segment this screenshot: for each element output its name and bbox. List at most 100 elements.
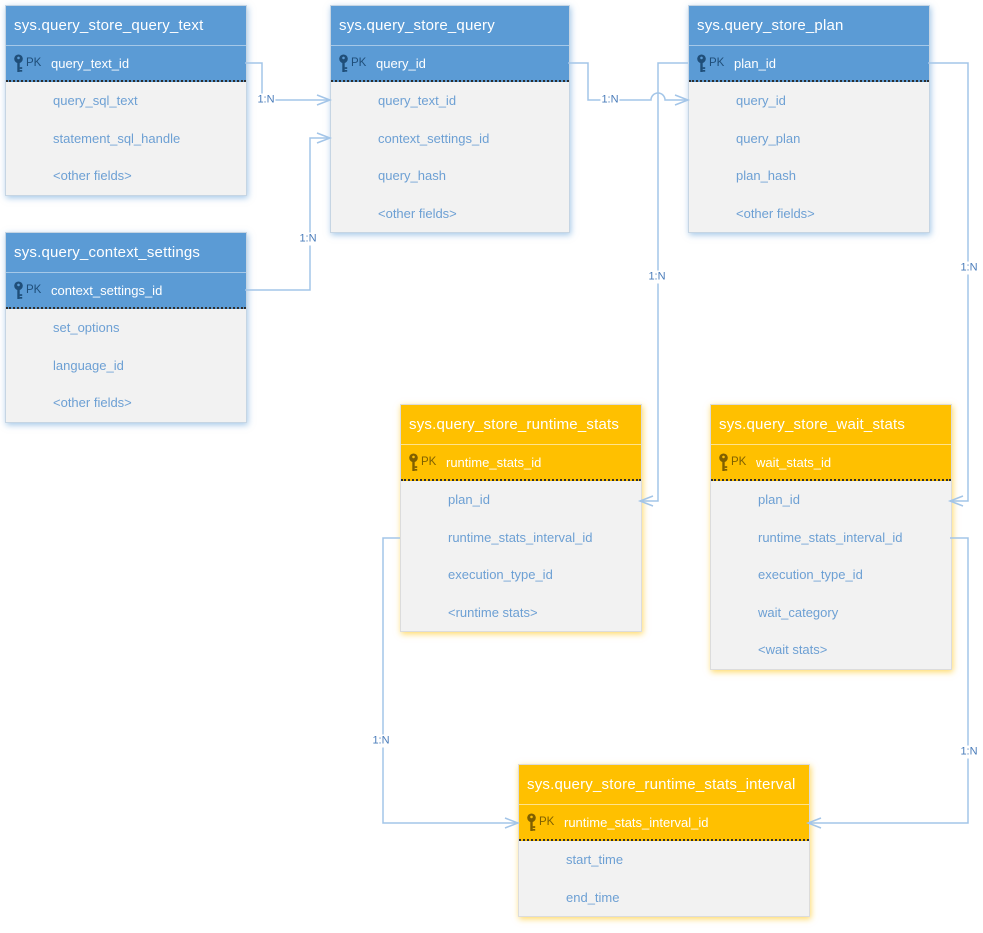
primary-key-icon xyxy=(337,54,350,73)
entity-title: sys.query_context_settings xyxy=(6,233,246,272)
primary-key-row: PK wait_stats_id xyxy=(711,444,951,481)
relationship-line-query_store_query-to-query_store_plan xyxy=(568,62,688,101)
pk-badge: PK xyxy=(26,57,42,69)
relationship-cardinality-label: 1:N xyxy=(256,93,276,107)
field-name: <other fields> xyxy=(53,395,132,411)
field-row: <other fields> xyxy=(6,157,246,195)
entity-title: sys.query_store_runtime_stats_interval xyxy=(519,765,809,804)
pk-badge: PK xyxy=(731,456,747,468)
field-row: wait_category xyxy=(711,594,951,632)
field-row: <wait stats> xyxy=(711,631,951,669)
field-row: set_options xyxy=(6,309,246,347)
pk-badge: PK xyxy=(26,284,42,296)
pk-field-name: query_text_id xyxy=(51,55,130,71)
field-name: execution_type_id xyxy=(448,567,553,583)
entity-title: sys.query_store_wait_stats xyxy=(711,405,951,444)
field-row: execution_type_id xyxy=(711,556,951,594)
field-name: runtime_stats_interval_id xyxy=(448,529,593,545)
primary-key-icon xyxy=(525,813,538,832)
field-name: wait_category xyxy=(758,604,839,620)
entity-title: sys.query_store_query_text xyxy=(6,6,246,45)
relationship-cardinality-label: 1:N xyxy=(371,734,391,748)
relationship-arrowhead-many-side xyxy=(316,94,333,106)
field-name: <wait stats> xyxy=(758,642,828,658)
field-row: plan_hash xyxy=(689,157,929,195)
field-row: query_sql_text xyxy=(6,82,246,120)
field-row: start_time xyxy=(519,841,809,879)
relationship-arrowhead-many-side xyxy=(504,817,521,829)
pk-field-name: wait_stats_id xyxy=(756,454,832,470)
field-name: <other fields> xyxy=(736,205,815,221)
entity-title: sys.query_store_query xyxy=(331,6,569,45)
field-row: runtime_stats_interval_id xyxy=(711,519,951,557)
field-name: plan_id xyxy=(448,492,490,508)
relationship-arrowhead-many-side xyxy=(316,132,333,144)
pk-field-name: runtime_stats_interval_id xyxy=(564,814,709,830)
relationship-cardinality-label: 1:N xyxy=(959,261,979,275)
relationship-line-query_context_settings-to-query_store_query xyxy=(245,137,330,291)
field-name: set_options xyxy=(53,320,120,336)
pk-badge: PK xyxy=(709,57,725,69)
field-row: execution_type_id xyxy=(401,556,641,594)
field-name: query_sql_text xyxy=(53,93,138,109)
primary-key-row: PK context_settings_id xyxy=(6,272,246,309)
field-row: query_plan xyxy=(689,120,929,158)
primary-key-icon xyxy=(717,453,730,472)
primary-key-icon xyxy=(695,54,708,73)
field-name: <runtime stats> xyxy=(448,604,538,620)
field-row: plan_id xyxy=(401,481,641,519)
field-name: statement_sql_handle xyxy=(53,130,181,146)
field-name: plan_hash xyxy=(736,168,796,184)
primary-key-icon xyxy=(407,453,420,472)
field-row: query_text_id xyxy=(331,82,569,120)
field-name: query_hash xyxy=(378,168,446,184)
entity-title: sys.query_store_runtime_stats xyxy=(401,405,641,444)
primary-key-icon xyxy=(12,281,25,300)
field-row: <other fields> xyxy=(689,195,929,233)
field-name: execution_type_id xyxy=(758,567,863,583)
pk-field-name: query_id xyxy=(376,55,426,71)
field-name: query_id xyxy=(736,93,786,109)
pk-badge: PK xyxy=(539,816,555,828)
field-row: end_time xyxy=(519,879,809,917)
field-row: statement_sql_handle xyxy=(6,120,246,158)
field-row: <runtime stats> xyxy=(401,594,641,632)
field-row: plan_id xyxy=(711,481,951,519)
field-row: <other fields> xyxy=(6,384,246,422)
field-name: language_id xyxy=(53,357,124,373)
primary-key-row: PK query_text_id xyxy=(6,45,246,82)
relationship-cardinality-label: 1:N xyxy=(600,93,620,107)
field-row: context_settings_id xyxy=(331,120,569,158)
field-row: query_hash xyxy=(331,157,569,195)
field-name: <other fields> xyxy=(53,168,132,184)
pk-field-name: runtime_stats_id xyxy=(446,454,542,470)
primary-key-row: PK plan_id xyxy=(689,45,929,82)
relationship-arrowhead-many-side xyxy=(674,94,691,106)
pk-field-name: context_settings_id xyxy=(51,282,163,298)
field-row: language_id xyxy=(6,347,246,385)
field-name: end_time xyxy=(566,889,620,905)
field-name: plan_id xyxy=(758,492,800,508)
field-name: context_settings_id xyxy=(378,130,490,146)
pk-field-name: plan_id xyxy=(734,55,776,71)
field-name: query_text_id xyxy=(378,93,457,109)
relationship-cardinality-label: 1:N xyxy=(959,745,979,759)
field-row: runtime_stats_interval_id xyxy=(401,519,641,557)
field-name: <other fields> xyxy=(378,205,457,221)
relationship-cardinality-label: 1:N xyxy=(647,270,667,284)
field-row: query_id xyxy=(689,82,929,120)
relationship-cardinality-label: 1:N xyxy=(298,232,318,246)
field-name: query_plan xyxy=(736,130,801,146)
field-row: <other fields> xyxy=(331,195,569,233)
primary-key-icon xyxy=(12,54,25,73)
